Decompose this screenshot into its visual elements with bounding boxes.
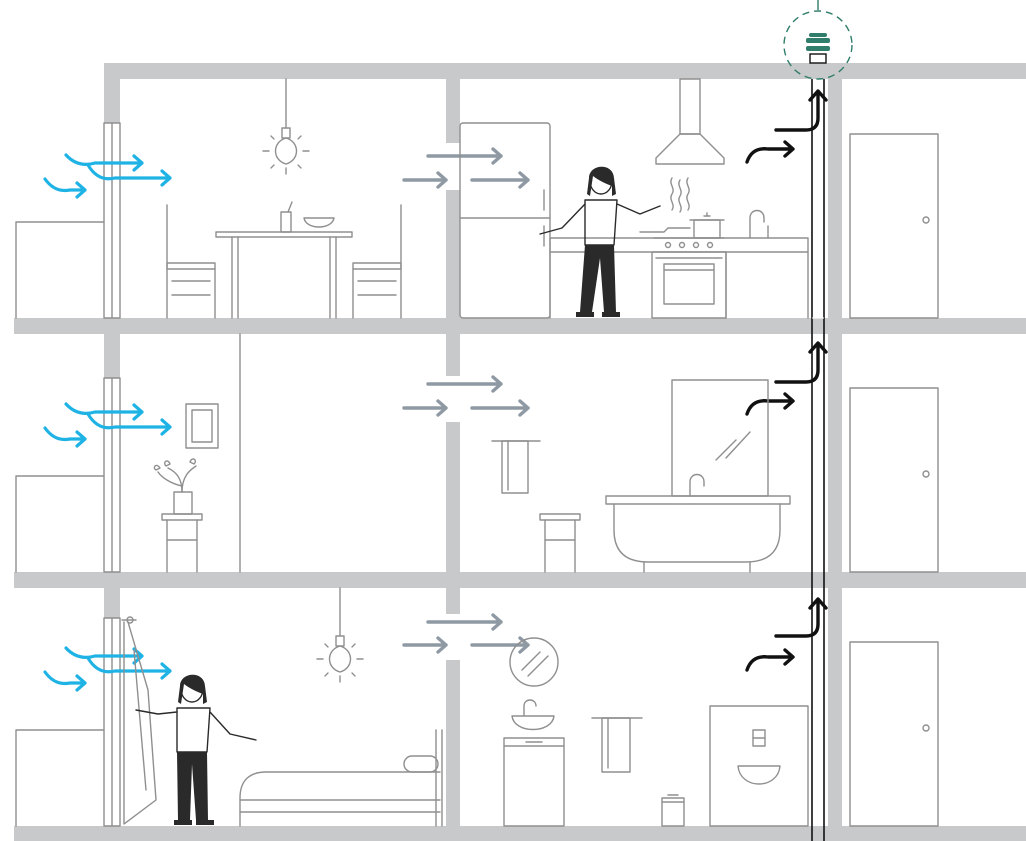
hall-room xyxy=(154,334,240,572)
exhaust-air-arrow-icon xyxy=(747,343,826,414)
outside-box-2 xyxy=(16,476,104,572)
cooking-pot xyxy=(690,213,724,238)
door-1 xyxy=(850,134,938,318)
interior-wall-2b xyxy=(446,422,460,572)
dining-room xyxy=(167,79,401,318)
frying-pan xyxy=(640,228,690,232)
curtain xyxy=(122,617,156,824)
kitchen xyxy=(460,79,808,318)
dining-table xyxy=(216,202,352,318)
towel-rail xyxy=(592,718,642,772)
exterior-wall-mid xyxy=(104,334,120,378)
round-mirror xyxy=(510,638,558,686)
towel-rail xyxy=(492,441,540,493)
fresh-air-arrow-icon xyxy=(45,155,170,197)
chair-left xyxy=(167,205,215,318)
side-table xyxy=(162,514,202,572)
shaft-wall-2 xyxy=(828,334,842,572)
bedroom xyxy=(122,588,442,826)
interior-wall-3b xyxy=(446,660,460,826)
steam xyxy=(671,178,689,212)
bath-stool xyxy=(540,514,580,572)
roof-slab xyxy=(104,63,1026,79)
exhaust-shaft xyxy=(812,79,824,841)
bathroom xyxy=(492,380,790,572)
bed xyxy=(240,730,442,826)
fridge xyxy=(460,123,550,318)
door-3 xyxy=(850,642,938,826)
interior-wall-3a xyxy=(446,588,460,614)
floor-slab-1 xyxy=(14,318,1026,334)
range-hood xyxy=(656,79,724,164)
floor-slab-3 xyxy=(14,826,1026,841)
person-icon xyxy=(136,675,256,825)
picture-frame xyxy=(186,404,218,448)
plant-icon xyxy=(154,459,196,514)
sink-vanity xyxy=(504,700,564,826)
interior-wall-1a xyxy=(446,63,460,143)
transfer-air-arrow-icon xyxy=(404,615,528,652)
interior-wall-1b xyxy=(446,190,460,318)
bathroom-mirror xyxy=(672,380,768,496)
chair-right xyxy=(353,205,401,318)
transfer-air-arrow-icon xyxy=(404,149,528,187)
outside-box-1 xyxy=(16,222,104,318)
transfer-air-arrow-icon xyxy=(404,377,528,415)
exterior-wall-top xyxy=(104,63,120,123)
exhaust-air-arrow-icon xyxy=(747,599,826,670)
fresh-air-arrow-icon xyxy=(45,648,170,690)
door-2 xyxy=(850,388,938,572)
outside-box-3 xyxy=(16,730,104,826)
waste-bin xyxy=(662,795,684,826)
exhaust-air-arrow-icon xyxy=(747,91,826,162)
floor-slab-2 xyxy=(14,572,1026,588)
person-icon xyxy=(540,167,660,317)
wall-toilet xyxy=(710,706,808,826)
shaft-wall-3 xyxy=(828,588,842,826)
kitchen-faucet xyxy=(750,211,764,239)
exterior-wall-bottom xyxy=(104,588,120,618)
lamp-icon xyxy=(317,588,363,682)
fresh-air-arrow-icon xyxy=(45,404,170,446)
interior-wall-2a xyxy=(446,334,460,376)
wc-room xyxy=(504,638,808,826)
bathtub xyxy=(606,475,790,573)
lamp-icon xyxy=(263,79,309,174)
shaft-wall-1 xyxy=(828,79,842,318)
stove xyxy=(652,238,726,318)
